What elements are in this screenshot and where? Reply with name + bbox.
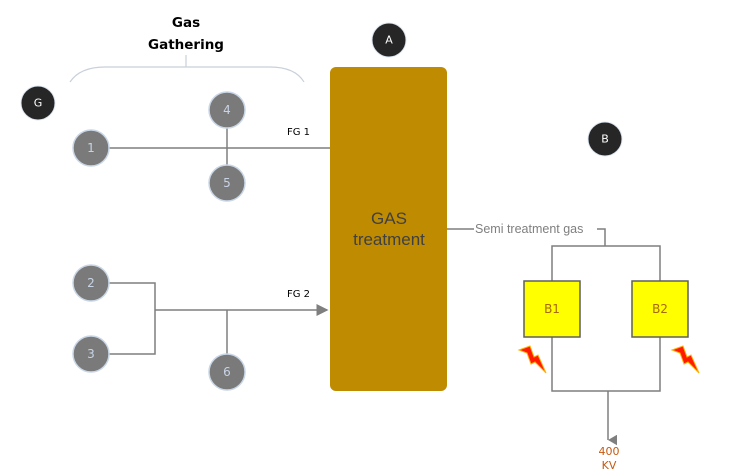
node-2-label: 2 xyxy=(87,276,95,290)
b-branch-top xyxy=(551,245,661,281)
marker-b: B xyxy=(587,121,623,157)
node2-3-connector xyxy=(109,282,156,355)
semi-gas-pipe-right xyxy=(597,228,606,246)
node-6-label: 6 xyxy=(223,365,231,379)
gas-gathering-title-line2: Gathering xyxy=(148,37,224,53)
unit-b2-label: B2 xyxy=(652,302,668,316)
node-1-circle xyxy=(72,129,110,167)
unit-b2-box xyxy=(631,280,689,338)
unit-b1-box xyxy=(523,280,581,338)
gathering-brace xyxy=(69,66,305,83)
node-5-label: 5 xyxy=(223,176,231,190)
gas-treatment-block: GAS treatment xyxy=(330,67,447,391)
node-5: 5 xyxy=(208,164,246,202)
node-4-label: 4 xyxy=(223,103,231,117)
node-4-circle xyxy=(208,91,246,129)
marker-a: A xyxy=(371,22,407,58)
node-6-circle xyxy=(208,353,246,391)
b-branch-bottom xyxy=(551,337,661,392)
semi-treatment-gas-label: Semi treatment gas xyxy=(475,222,583,236)
marker-a-circle xyxy=(371,22,407,58)
node-2: 2 xyxy=(72,264,110,302)
unit-b2: B2 xyxy=(631,280,689,338)
marker-a-label: A xyxy=(385,34,393,47)
node-4: 4 xyxy=(208,91,246,129)
node-5-circle xyxy=(208,164,246,202)
gas-treatment-label-line1: GAS xyxy=(371,209,407,228)
node-3: 3 xyxy=(72,335,110,373)
node-1: 1 xyxy=(72,129,110,167)
marker-b-label: B xyxy=(601,133,609,146)
gas-treatment-label-line2: treatment xyxy=(353,230,425,249)
gas-treatment-rect xyxy=(330,67,447,391)
marker-g-label: G xyxy=(34,97,43,110)
unit-b1: B1 xyxy=(523,280,581,338)
node-3-label: 3 xyxy=(87,347,95,361)
node-2-circle xyxy=(72,264,110,302)
node-1-label: 1 xyxy=(87,141,95,155)
lightning-bolt-icon-b1 xyxy=(517,345,547,374)
output-label-line1: 400 xyxy=(599,445,620,458)
marker-g: G xyxy=(20,85,56,121)
lightning-bolt-icon-b2 xyxy=(670,345,700,374)
unit-b1-label: B1 xyxy=(544,302,560,316)
node-3-circle xyxy=(72,335,110,373)
fg1-label: FG 1 xyxy=(287,127,310,138)
marker-b-circle xyxy=(587,121,623,157)
fg2-label: FG 2 xyxy=(287,289,310,300)
gas-gathering-title-line1: Gas xyxy=(172,15,200,31)
node-6: 6 xyxy=(208,353,246,391)
output-label-line2: KV xyxy=(602,459,617,472)
marker-g-circle xyxy=(20,85,56,121)
